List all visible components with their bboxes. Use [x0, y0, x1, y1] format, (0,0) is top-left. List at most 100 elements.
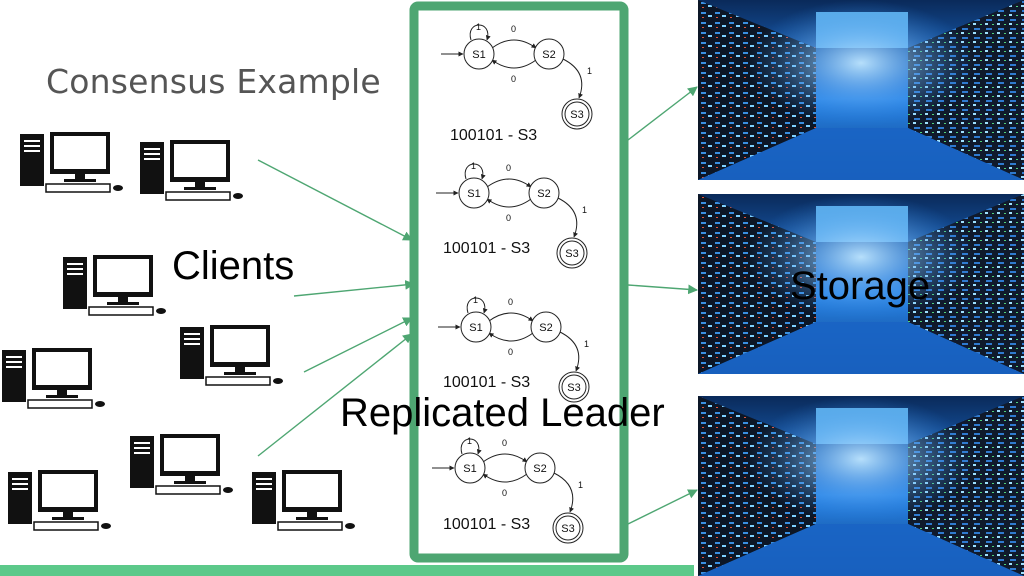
monitor-base [64, 179, 96, 182]
monitor-screen [42, 474, 94, 507]
mouse [233, 193, 243, 199]
state-s2-label: S2 [542, 49, 555, 61]
state-s3-circle [561, 98, 593, 130]
flow-arrow [303, 317, 413, 373]
replica-result-text: 100101 - S3 [450, 127, 537, 144]
edge-s2-s1 [491, 59, 537, 69]
tower-slot [256, 478, 272, 480]
state-s3-circle [552, 512, 584, 544]
tower [63, 257, 87, 309]
replica-result-text: 100101 - S3 [443, 240, 530, 257]
mouse [95, 401, 105, 407]
clients-group [2, 132, 355, 531]
leader-frame [409, 1, 629, 563]
tower [20, 134, 44, 186]
monitor-screen [36, 352, 88, 385]
tower [252, 472, 276, 524]
edge-label-s2-s1: 0 [502, 488, 507, 498]
keyboard [277, 521, 343, 531]
mouse [223, 487, 233, 493]
edge-s2-s3 [553, 472, 574, 513]
replica-result-text: 100101 - S3 [443, 516, 530, 533]
monitor-base [174, 481, 206, 484]
monitor-base [107, 302, 139, 305]
clients-label: Clients [172, 244, 295, 288]
light-glow [698, 396, 1024, 576]
self-loop [469, 24, 491, 41]
state-s3-circle [556, 237, 588, 269]
bottom-accent-bar [0, 565, 694, 576]
loop-label: 1 [476, 22, 481, 32]
desktop-computer-icon [140, 140, 243, 201]
edge-s2-s3 [557, 197, 578, 238]
keyboard [155, 485, 221, 495]
self-loop [466, 297, 488, 314]
edge-s1-s2 [488, 312, 534, 322]
monitor-screen [97, 259, 149, 292]
mouse [345, 523, 355, 529]
self-loop [460, 438, 482, 455]
tower-slot [256, 488, 272, 490]
monitor-neck [63, 512, 73, 518]
tower-slot [12, 488, 28, 490]
edge-s2-s1 [488, 332, 534, 342]
loop-label: 1 [473, 295, 478, 305]
keyboard [45, 183, 111, 193]
edge-label-s1-s2: 0 [506, 163, 511, 173]
state-s1-label: S1 [472, 49, 485, 61]
monitor-neck [307, 512, 317, 518]
tower-slot [184, 343, 200, 345]
edge-s2-s3 [559, 331, 580, 372]
monitor-neck [235, 367, 245, 373]
edge-label-s2-s1: 0 [511, 74, 516, 84]
desktop-computer-icon [20, 132, 123, 193]
edge-s1-s2 [491, 39, 537, 49]
monitor-base [224, 372, 256, 375]
tower-slot [144, 158, 160, 160]
slide-title: Consensus Example [46, 62, 381, 101]
tower-slot [134, 447, 150, 449]
monitor-screen [54, 136, 106, 169]
keyboard [27, 399, 93, 409]
tower-slot [184, 333, 200, 335]
state-s2-label: S2 [539, 322, 552, 334]
tower-slot [134, 442, 150, 444]
monitor-neck [75, 174, 85, 180]
monitor-base [52, 517, 84, 520]
edge-label-s2-s3: 1 [578, 480, 583, 490]
flow-arrow [257, 333, 413, 457]
tower [140, 142, 164, 194]
tower [130, 436, 154, 488]
tower-slot [184, 338, 200, 340]
monitor-base [46, 395, 78, 398]
tower-slot [67, 268, 83, 270]
mouse [273, 378, 283, 384]
storage-server-room [698, 396, 1024, 576]
edge-label-s2-s3: 1 [587, 66, 592, 76]
state-s1-label: S1 [469, 322, 482, 334]
edge-s2-s1 [486, 198, 532, 208]
tower-slot [24, 150, 40, 152]
edge-s2-s1 [482, 473, 528, 483]
state-s2-circle [533, 38, 565, 70]
monitor-base [184, 187, 216, 190]
monitor-screen [214, 329, 266, 362]
state-s1-circle [463, 38, 495, 70]
desktop-computer-icon [2, 348, 105, 409]
tower-slot [134, 452, 150, 454]
desktop-computer-icon [130, 434, 233, 495]
state-s3-label: S3 [565, 248, 578, 260]
tower-slot [144, 153, 160, 155]
tower-slot [67, 273, 83, 275]
edge-label-s1-s2: 0 [508, 297, 513, 307]
loop-label: 1 [471, 161, 476, 171]
tower [8, 472, 32, 524]
state-s1-circle [460, 311, 492, 343]
state-s3-label: S3 [561, 523, 574, 535]
edge-s1-s2 [482, 453, 528, 463]
edge-s1-s2 [486, 178, 532, 188]
state-s2-label: S2 [533, 463, 546, 475]
